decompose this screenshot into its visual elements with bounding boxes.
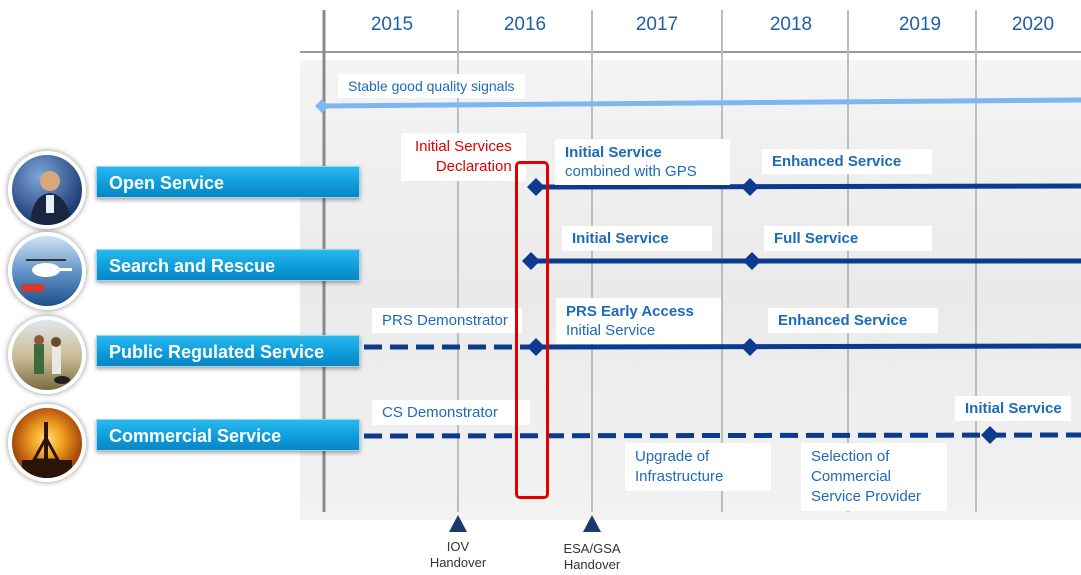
helicopter-icon (8, 232, 86, 310)
open-service-enhanced-diamond (741, 178, 759, 196)
iov-line2: Handover (429, 555, 487, 570)
esa-line2: Handover (563, 557, 621, 572)
search-and-rescue-button[interactable]: Search and Rescue (96, 249, 360, 281)
year-label: 2020 (1011, 14, 1055, 35)
signals-label: Stable good quality signals (338, 74, 525, 98)
service-row-prs: Public Regulated Service (0, 314, 370, 394)
selection-line3: Service Provider (811, 488, 922, 505)
cs-demonstrator-label: CS Demonstrator (372, 400, 530, 425)
prs-early-line1: PRS Early Access (566, 303, 694, 320)
upgrade-line2: Infrastructure (635, 468, 724, 485)
prs-early-line2: Initial Service (566, 322, 656, 339)
open-service-initial-label: Initial Service combined with GPS (555, 139, 730, 185)
year-label: 2016 (503, 14, 547, 35)
declaration-line2: Declaration (435, 158, 512, 175)
iov-handover-label: IOV Handover (413, 539, 503, 571)
service-row-open: Open Service (0, 147, 370, 229)
open-service-line (535, 183, 1081, 190)
esa-gsa-handover-label: ESA/GSA Handover (547, 541, 637, 573)
iov-line1: IOV (446, 539, 470, 554)
os-initial-line1: Initial Service (565, 144, 662, 161)
businessman-phone-icon (8, 151, 86, 229)
cs-initial-label: Initial Service (955, 396, 1071, 421)
prs-early-diamond (527, 338, 545, 356)
prs-demonstrator-label: PRS Demonstrator (372, 308, 522, 333)
sar-initial-diamond (522, 252, 540, 270)
public-regulated-service-button[interactable]: Public Regulated Service (96, 335, 360, 367)
initial-services-declaration-label: Initial Services Declaration (401, 133, 526, 181)
selection-commercial-provider-label: Selection of Commercial Service Provider (801, 443, 947, 511)
prs-enhanced-diamond (741, 338, 759, 356)
year-label: 2017 (635, 14, 679, 35)
year-label: 2018 (769, 14, 813, 35)
year-label: 2019 (898, 14, 942, 35)
prs-enhanced-label: Enhanced Service (768, 308, 938, 333)
prs-line (535, 343, 1081, 350)
declaration-line1: Initial Services (415, 138, 512, 155)
iov-handover-triangle (449, 515, 467, 532)
os-initial-line2: combined with GPS (565, 163, 697, 180)
signals-start-diamond (315, 99, 329, 113)
year-label: 2015 (370, 14, 414, 35)
cs-dashed-line (363, 432, 1081, 439)
commercial-service-button[interactable]: Commercial Service (96, 419, 360, 451)
rig-shape-icon (22, 422, 72, 478)
esa-gsa-handover-triangle (583, 515, 601, 532)
prs-early-access-label: PRS Early Access Initial Service (556, 298, 721, 344)
open-service-initial-diamond (527, 178, 545, 196)
oil-rig-sunset-icon (8, 404, 86, 482)
sar-full-label: Full Service (764, 226, 932, 251)
signals-line (321, 97, 1081, 109)
2016-highlight-box (515, 161, 549, 499)
upgrade-infrastructure-label: Upgrade of Infrastructure (625, 443, 771, 491)
person-silhouette-icon (30, 171, 72, 225)
sar-full-diamond (743, 252, 761, 270)
selection-line1: Selection of (811, 448, 890, 465)
service-row-cs: Commercial Service (0, 400, 370, 482)
selection-line2: Commercial (811, 468, 892, 485)
esa-line1: ESA/GSA (563, 541, 621, 556)
open-service-button[interactable]: Open Service (96, 166, 360, 198)
workers-shape-icon (34, 335, 70, 384)
helicopter-shape-icon (22, 259, 72, 292)
upgrade-line1: Upgrade of (635, 448, 710, 465)
sar-initial-label: Initial Service (562, 226, 712, 251)
cs-initial-diamond (981, 426, 999, 444)
service-row-sar: Search and Rescue (0, 230, 370, 310)
field-workers-icon (8, 316, 86, 394)
open-service-enhanced-label: Enhanced Service (762, 149, 932, 174)
